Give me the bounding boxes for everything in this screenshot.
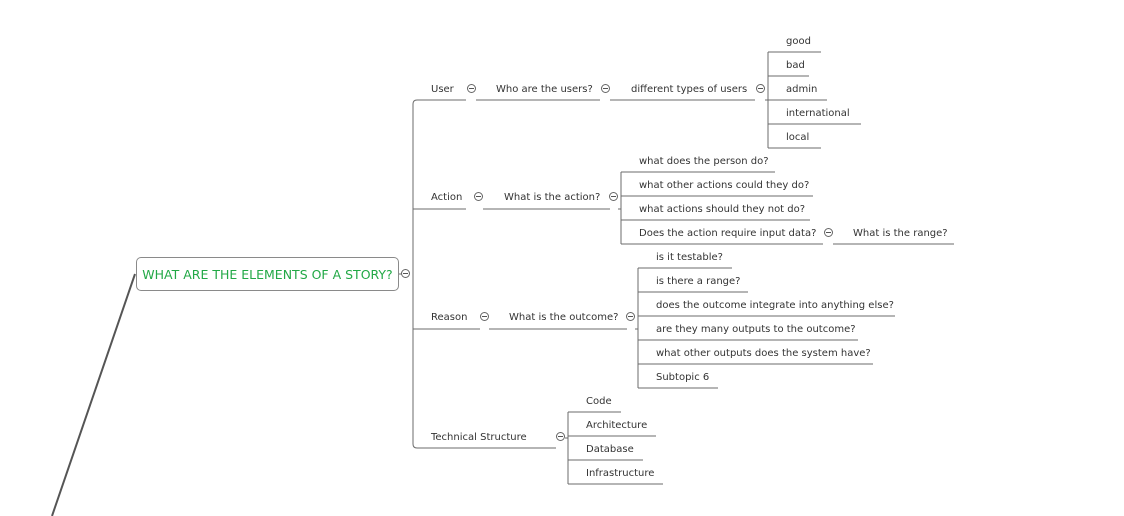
node-what-is-outcome[interactable]: What is the outcome? <box>509 312 619 323</box>
collapse-action-icon[interactable] <box>474 192 483 201</box>
node-who-are-users[interactable]: Who are the users? <box>496 84 593 95</box>
collapse-root-icon[interactable] <box>401 269 410 278</box>
collapse-who-are-users-icon[interactable] <box>601 84 610 93</box>
branch-reason[interactable]: Reason <box>431 312 468 323</box>
collapse-what-is-action-icon[interactable] <box>609 192 618 201</box>
action-item[interactable]: what does the person do? <box>639 156 769 167</box>
reason-item[interactable]: is it testable? <box>656 252 723 263</box>
action-item-input-data[interactable]: Does the action require input data? <box>639 228 817 239</box>
reason-item[interactable]: is there a range? <box>656 276 741 287</box>
reason-item[interactable]: what other outputs does the system have? <box>656 348 871 359</box>
branch-user[interactable]: User <box>431 84 454 95</box>
collapse-what-is-outcome-icon[interactable] <box>626 312 635 321</box>
reason-item[interactable]: Subtopic 6 <box>656 372 710 383</box>
technical-item-architecture[interactable]: Architecture <box>586 420 648 431</box>
branch-action[interactable]: Action <box>431 192 463 203</box>
technical-item-code[interactable]: Code <box>586 396 612 407</box>
node-what-is-range[interactable]: What is the range? <box>853 228 948 239</box>
collapse-reason-icon[interactable] <box>480 312 489 321</box>
user-type-good[interactable]: good <box>786 36 811 47</box>
root-topic-label: WHAT ARE THE ELEMENTS OF A STORY? <box>142 266 393 282</box>
action-item[interactable]: what actions should they not do? <box>639 204 806 215</box>
collapse-technical-icon[interactable] <box>556 432 565 441</box>
user-type-admin[interactable]: admin <box>786 84 818 95</box>
collapse-types-of-users-icon[interactable] <box>756 84 765 93</box>
reason-item[interactable]: are they many outputs to the outcome? <box>656 324 856 335</box>
user-type-international[interactable]: international <box>786 108 850 119</box>
action-item[interactable]: what other actions could they do? <box>639 180 810 191</box>
root-topic[interactable]: WHAT ARE THE ELEMENTS OF A STORY? <box>136 257 399 291</box>
collapse-user-icon[interactable] <box>467 84 476 93</box>
reason-item[interactable]: does the outcome integrate into anything… <box>656 300 894 311</box>
node-what-is-action[interactable]: What is the action? <box>504 192 601 203</box>
node-types-of-users[interactable]: different types of users <box>631 84 748 95</box>
collapse-input-data-icon[interactable] <box>824 228 833 237</box>
user-type-bad[interactable]: bad <box>786 60 805 71</box>
branch-technical-structure[interactable]: Technical Structure <box>431 432 527 443</box>
technical-item-infrastructure[interactable]: Infrastructure <box>586 468 655 479</box>
user-type-local[interactable]: local <box>786 132 810 143</box>
technical-item-database[interactable]: Database <box>586 444 634 455</box>
